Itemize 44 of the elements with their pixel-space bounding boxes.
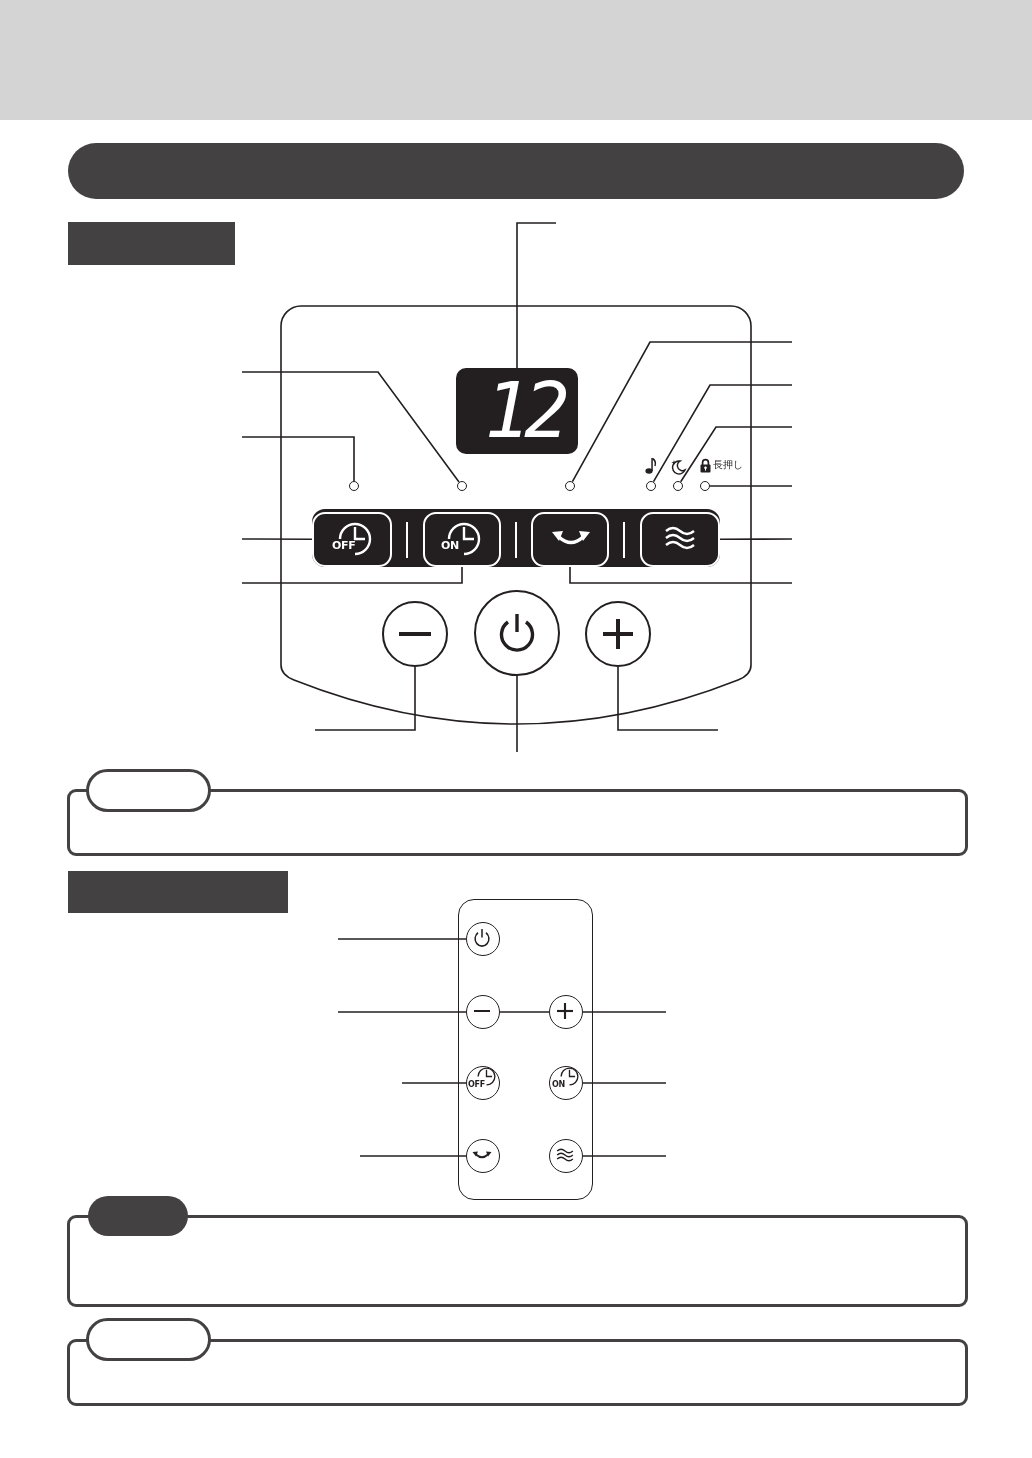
section-tab <box>68 222 235 265</box>
minus-button <box>382 601 448 667</box>
leader-line <box>241 538 313 541</box>
leader-line <box>337 938 467 940</box>
power-button <box>474 590 560 676</box>
remote-control <box>458 899 593 1200</box>
leader-line <box>241 371 460 483</box>
digit-display: 12 <box>456 368 578 454</box>
wind-button <box>548 1138 583 1173</box>
timer-off-button: OFF <box>312 512 392 567</box>
leader-line <box>571 341 793 483</box>
indicator-label: 長押し <box>713 459 743 471</box>
leader-line <box>516 222 557 369</box>
leader-line <box>617 666 719 731</box>
leader-line <box>337 1011 467 1013</box>
leader-line <box>679 426 793 483</box>
note-tab <box>86 1318 211 1361</box>
timer-on-button: ON <box>423 512 501 567</box>
leader-line <box>709 485 793 487</box>
note-box <box>67 1215 968 1307</box>
section-tab <box>68 871 288 913</box>
leader-line <box>401 1082 467 1084</box>
note-tab <box>86 769 211 812</box>
leader-line <box>652 384 793 483</box>
leader-line <box>516 675 518 753</box>
leader-line <box>314 666 416 731</box>
leader-line <box>569 566 793 584</box>
leader-line <box>719 538 793 541</box>
leader-line <box>241 436 355 482</box>
plus-button <box>585 601 651 667</box>
title-bar <box>68 143 964 199</box>
note-box <box>67 789 968 856</box>
leader-line <box>359 1155 467 1157</box>
swing-button <box>531 512 609 567</box>
header-band <box>0 0 1032 120</box>
leader-line <box>582 1011 667 1013</box>
wind-button <box>640 512 720 567</box>
button-strip <box>312 509 720 567</box>
note-tab <box>88 1196 188 1236</box>
leader-line <box>241 566 463 584</box>
leader-line <box>499 1011 550 1013</box>
note-box <box>67 1339 968 1406</box>
leader-line <box>582 1082 667 1084</box>
leader-line <box>582 1155 667 1157</box>
